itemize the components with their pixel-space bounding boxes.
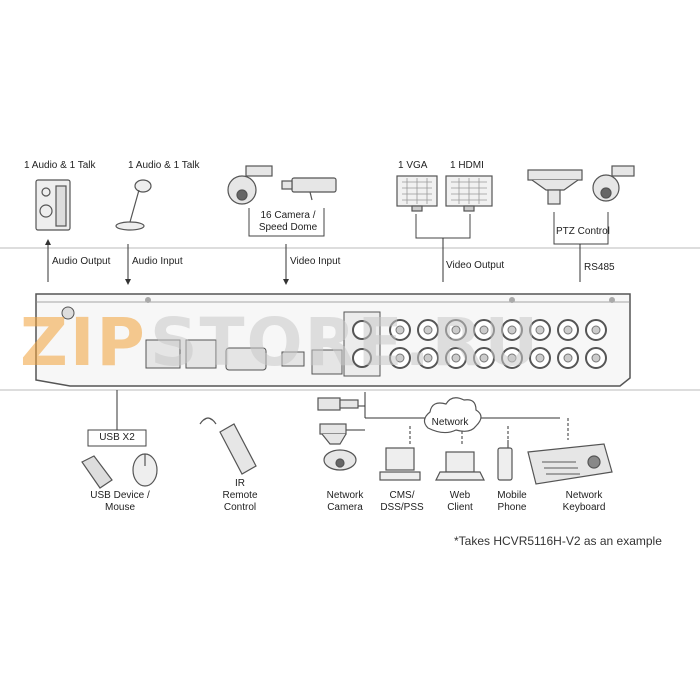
network-cloud-label: Network	[431, 417, 469, 428]
keyboard-line1: Network	[565, 490, 603, 501]
camera-title-line2: Speed Dome	[258, 222, 318, 233]
client-links	[409, 418, 569, 446]
usb-stick-icon	[81, 455, 113, 489]
ir-line1: IR	[235, 478, 245, 489]
mobile-phone-icon	[497, 440, 513, 481]
hdmi-title: 1 HDMI	[450, 160, 484, 171]
camera-bracket	[248, 208, 325, 237]
bnc-pin	[451, 325, 461, 335]
vga-title: 1 VGA	[398, 160, 428, 171]
bnc-pin	[451, 353, 461, 363]
microphone-icon	[115, 179, 152, 231]
bnc-pin	[563, 353, 573, 363]
bnc-pin	[507, 325, 517, 335]
bnc-pin	[563, 325, 573, 335]
cms-line2: DSS/PSS	[380, 502, 424, 513]
audio-output-label: Audio Output	[52, 256, 111, 267]
mobile-line2: Phone	[497, 502, 527, 513]
cms-line1: CMS/	[389, 490, 415, 501]
audio-input-label: Audio Input	[132, 256, 183, 267]
ir-line3: Control	[223, 502, 257, 513]
video-output-label: Video Output	[446, 260, 505, 271]
audio-output-title: 1 Audio & 1 Talk	[24, 160, 96, 171]
network-cloud-icon	[423, 397, 482, 434]
web-line2: Client	[447, 502, 473, 513]
usb-device-line2: Mouse	[104, 502, 136, 513]
network-keyboard-icon	[527, 443, 613, 485]
web-line1: Web	[449, 490, 471, 501]
laptop-icon	[435, 451, 485, 481]
bnc-pin	[507, 353, 517, 363]
hdmi-monitor-icon	[445, 175, 493, 212]
network-camera-line2: Camera	[327, 502, 363, 513]
bnc-connector-group	[389, 319, 607, 369]
bnc-pin	[423, 353, 433, 363]
ptz-head-icon	[527, 169, 583, 205]
rs485-label: RS485	[584, 262, 615, 273]
usb-box	[87, 429, 147, 447]
vga-monitor-icon	[396, 175, 438, 212]
mobile-line1: Mobile	[497, 490, 527, 501]
keyboard-line2: Keyboard	[562, 502, 606, 513]
bnc-pin	[423, 325, 433, 335]
bnc-pin	[591, 325, 601, 335]
bullet-camera-icon	[281, 177, 337, 201]
bnc-pin	[479, 353, 489, 363]
cms-computer-icon	[379, 447, 421, 481]
bnc-pin	[479, 325, 489, 335]
bnc-pin	[395, 325, 405, 335]
bnc-pin	[535, 325, 545, 335]
video-input-label: Video Input	[290, 256, 341, 267]
bnc-pin	[395, 353, 405, 363]
ir-line2: Remote	[222, 490, 258, 501]
usb-device-line1: USB Device /	[90, 490, 150, 501]
ptz-bracket	[553, 212, 609, 245]
footnote: *Takes HCVR5116H-V2 as an example	[454, 534, 662, 548]
bnc-pin	[535, 353, 545, 363]
camera-title-line1: 16 Camera /	[260, 210, 316, 221]
ptz-dome-icon	[592, 165, 635, 202]
ptz-control-label: PTZ Control	[556, 226, 610, 237]
watermark-right: STORE.RU	[150, 304, 541, 381]
usb-box-label: USB X2	[99, 432, 135, 443]
bnc-pin	[591, 353, 601, 363]
audio-input-title: 1 Audio & 1 Talk	[128, 160, 200, 171]
mouse-icon	[132, 453, 158, 487]
ir-remote-icon	[199, 417, 257, 475]
speaker-icon	[35, 179, 71, 231]
speed-dome-icon	[227, 165, 273, 205]
video-output-bracket	[415, 214, 471, 239]
network-camera-line1: Network	[326, 490, 364, 501]
network-camera-icon	[317, 397, 359, 471]
watermark-left: ZIP	[20, 304, 147, 381]
